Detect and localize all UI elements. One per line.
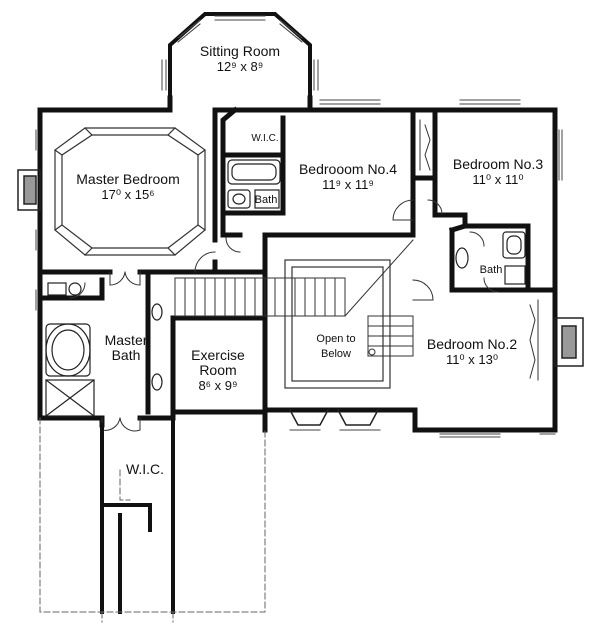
room-label-sitting-room: Sitting Room 12⁹ x 8⁹ <box>199 43 281 75</box>
bedroom-3-dimensions: 11⁰ x 11⁰ <box>472 172 524 187</box>
room-label-wic-small: W.I.C. <box>251 131 278 146</box>
bedroom-2-name: Bedroom No.2 <box>426 336 518 352</box>
bedroom-4-dimensions: 11⁹ x 11⁹ <box>322 177 374 192</box>
room-label-exercise-room: Exercise Room 8⁶ x 9⁹ <box>191 347 245 394</box>
room-label-wic-main: W.I.C. <box>126 462 164 477</box>
exterior-walls <box>37 95 558 433</box>
wic-main-name: W.I.C. <box>125 461 165 477</box>
open-to-below-line1: Open to <box>316 333 356 345</box>
master-bedroom-dimensions: 17⁰ x 15⁶ <box>101 187 155 202</box>
exercise-room-name-line1: Exercise <box>191 347 245 363</box>
room-label-bedroom-2: Bedroom No.2 11⁰ x 13⁰ <box>426 336 518 368</box>
exercise-room-dimensions: 8⁶ x 9⁹ <box>198 378 238 393</box>
chimney-right <box>554 317 584 367</box>
room-label-open-to-below: Open to Below <box>316 332 355 362</box>
chimney-left <box>17 169 41 211</box>
sitting-room-walls <box>168 12 312 100</box>
bath-4-name: Bath <box>254 194 278 206</box>
bedroom-4-name: Bedrooom No.4 <box>298 161 398 177</box>
bath-3-name: Bath <box>479 264 503 276</box>
room-label-bedroom-4: Bedrooom No.4 11⁹ x 11⁹ <box>298 161 398 193</box>
stairs <box>174 239 414 357</box>
sitting-room-dimensions: 12⁹ x 8⁹ <box>216 59 264 74</box>
room-label-bath-3: Bath <box>480 263 503 278</box>
wic-walls <box>100 416 175 614</box>
master-bath-line1: Master <box>104 332 148 348</box>
bedroom-3-name: Bedroom No.3 <box>452 156 544 172</box>
tray-ceiling <box>54 127 206 256</box>
sitting-room-name: Sitting Room <box>199 43 281 59</box>
fixtures <box>45 159 526 417</box>
room-label-bedroom-3: Bedroom No.3 11⁰ x 11⁰ <box>452 156 544 188</box>
bedroom-2-dimensions: 11⁰ x 13⁰ <box>445 352 499 367</box>
room-label-master-bath: Master Bath <box>105 333 148 363</box>
exercise-room-name-line2: Room <box>199 362 237 378</box>
open-to-below-line2: Below <box>321 348 351 360</box>
wic-small-name: W.I.C. <box>251 133 279 144</box>
master-bedroom-name: Master Bedroom <box>76 171 180 187</box>
master-bath-line2: Bath <box>111 347 141 363</box>
room-label-bath-4: Bath <box>255 193 278 208</box>
windows <box>35 99 563 438</box>
door-swings <box>69 199 499 432</box>
room-label-master-bedroom: Master Bedroom 17⁰ x 15⁶ <box>76 171 180 203</box>
